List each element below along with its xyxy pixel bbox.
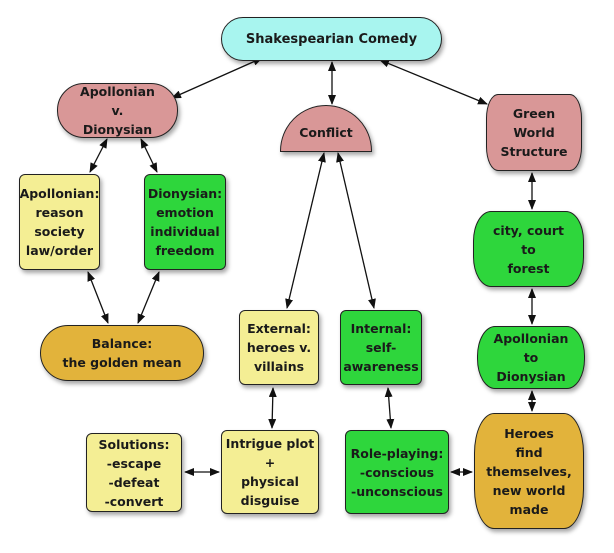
node-label-line: -escape [106, 455, 162, 471]
node-label-line: disguise [240, 493, 300, 508]
node-label-line: villains [253, 359, 305, 374]
edge-dionysian-balance [137, 271, 160, 324]
edge-conflict-internal [336, 152, 376, 309]
node-heroes-find-themselves[interactable]: Heroes find themselves, new world made [474, 413, 584, 529]
node-label-line: freedom [155, 243, 215, 258]
node-label-line: Dionysian [496, 369, 566, 384]
node-label-line: find [515, 444, 543, 460]
node-label-line: Apollonian [80, 84, 155, 99]
node-label-line: -conscious [359, 464, 435, 480]
node-label-line: Role-playing: [350, 445, 444, 461]
edge-external-intrigue [268, 387, 277, 429]
node-label-line: to [523, 350, 539, 365]
node-label-line: Heroes [504, 425, 554, 441]
node-external-conflict[interactable]: External: heroes v. villains [239, 310, 319, 385]
node-label-line: individual [150, 224, 220, 239]
edge-conflict-external [285, 152, 326, 309]
node-internal-conflict[interactable]: Internal: self-awareness [340, 310, 422, 385]
node-label-line: reason [35, 205, 84, 220]
node-role-playing[interactable]: Role-playing: -conscious -unconscious [345, 430, 449, 514]
node-label-line: law/order [25, 243, 94, 258]
node-shakespearian-comedy[interactable]: Shakespearian Comedy [221, 17, 442, 61]
node-label-line: Solutions: [98, 436, 170, 452]
node-label-line: emotion [156, 205, 214, 220]
edge-root-apo_dio [171, 57, 263, 99]
node-dionysian-emotion[interactable]: Dionysian: emotion individual freedom [144, 174, 226, 270]
node-label-line: Dionysian [82, 122, 153, 137]
node-label-line: themselves, [486, 463, 572, 479]
node-label-line: -convert [104, 493, 164, 509]
node-label-line: city, court [493, 222, 564, 238]
node-label-line: made [509, 501, 549, 517]
node-label-line: new world [492, 482, 566, 498]
node-label-line: Balance: [91, 336, 153, 351]
node-label-line: External: [247, 321, 311, 336]
edge-internal-roleplay [384, 387, 395, 429]
node-label-line: society [34, 224, 85, 239]
node-label-line: Green [512, 106, 556, 121]
edge-apollonian-balance [87, 271, 109, 324]
node-label-line: Conflict [299, 125, 353, 140]
node-city-court-to-forest[interactable]: city, court to forest [473, 211, 584, 287]
node-label-line: physical [241, 474, 299, 489]
node-intrigue-plot[interactable]: Intrigue plot + physical disguise [221, 430, 319, 514]
node-solutions[interactable]: Solutions: -escape -defeat -convert [86, 433, 182, 512]
node-label-line: v. [111, 103, 124, 118]
node-apollonian-v-dionysian[interactable]: Apollonian v. Dionysian [57, 83, 178, 138]
node-label-line: + [264, 455, 276, 470]
node-label-line: Structure [500, 144, 568, 159]
node-label-line: forest [507, 260, 550, 276]
node-label-line: Apollonian: [19, 186, 100, 201]
node-balance-golden-mean[interactable]: Balance: the golden mean [40, 325, 204, 381]
edge-apo_dio-apollonian [89, 138, 108, 173]
node-label-line: awareness [343, 359, 419, 374]
node-label-line: self- [365, 340, 397, 355]
node-label-line: World [513, 125, 555, 140]
node-label-line: -defeat [108, 474, 160, 490]
node-label-line: heroes v. [246, 340, 312, 355]
node-label-line: Apollonian [493, 331, 569, 346]
node-label-line: Dionysian: [147, 186, 223, 201]
node-label-line: the golden mean [62, 355, 182, 370]
edge-root-green [379, 59, 488, 105]
node-label-line: Internal: [350, 321, 412, 336]
node-label-line: Intrigue plot [225, 436, 315, 451]
node-label-line: Shakespearian Comedy [245, 31, 418, 47]
node-apollonian-reason[interactable]: Apollonian: reason society law/order [19, 174, 100, 270]
node-label-line: to [521, 241, 536, 257]
edge-apo_dio-dionysian [140, 138, 158, 173]
node-label-line: -unconscious [351, 483, 443, 499]
